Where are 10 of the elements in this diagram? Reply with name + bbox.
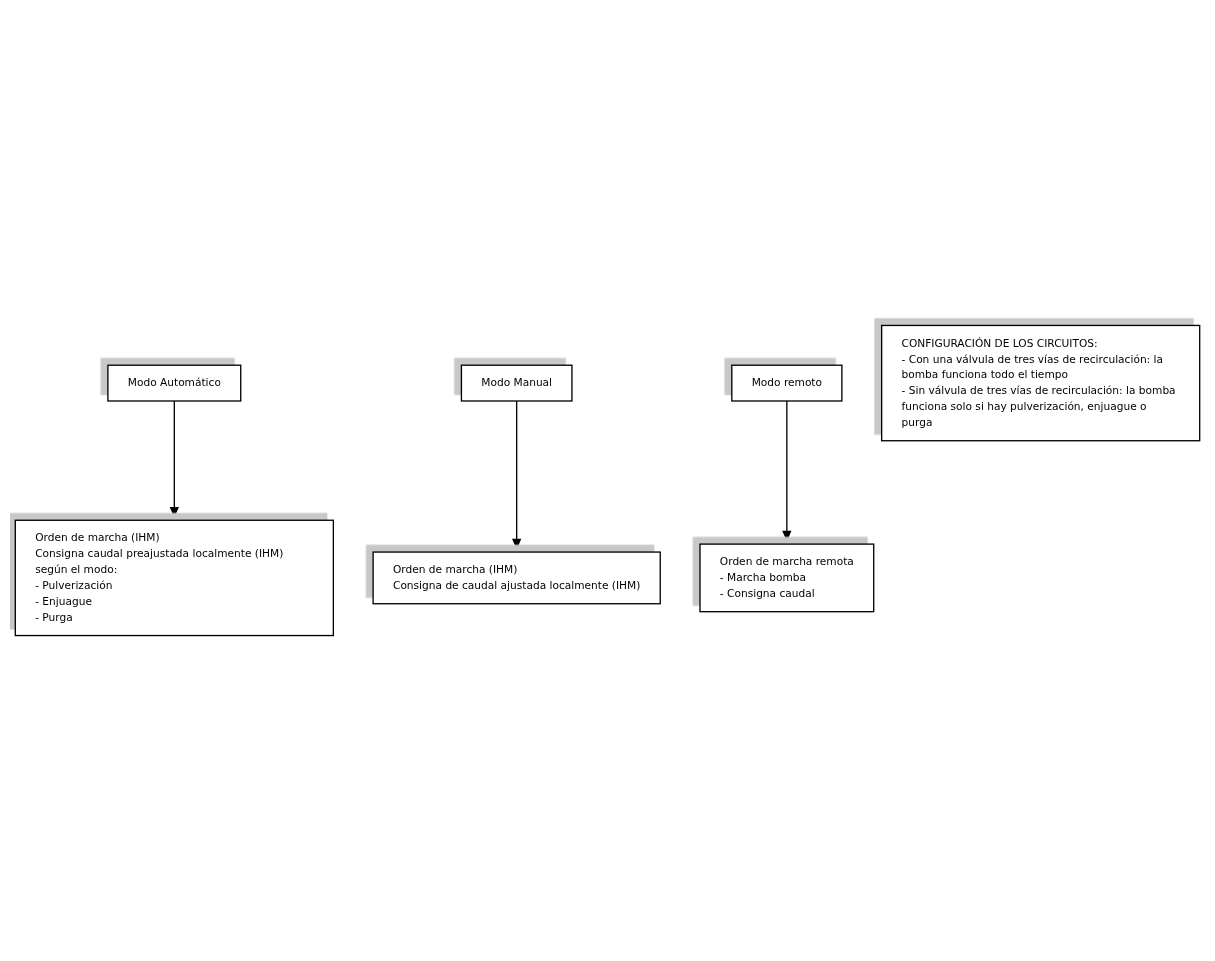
node-box: Orden de marcha remota - Marcha bomba - Consigna caudal (699, 543, 875, 613)
node-box: Modo Automático (107, 364, 242, 402)
node-box: CONFIGURACIÓN DE LOS CIRCUITOS: - Con una válvula de tres vías de recirculación: la bomba funciona todo el tiempo - Sin válvula de tres vías de recirculación: la bomba funciona solo si hay pulverización, enjuague o purga (881, 324, 1201, 442)
node-box: Modo remoto (731, 364, 843, 402)
arrow (169, 400, 179, 519)
node-box: Orden de marcha (IHM) Consigna de caudal ajustada localmente (IHM) (372, 551, 661, 605)
node-box: Orden de marcha (IHM) Consigna caudal preajustada localmente (IHM) según el modo: - Pulverización - Enjuague - Purga (14, 519, 334, 637)
node-box: Modo Manual (460, 364, 573, 402)
arrow (512, 400, 522, 551)
arrow (782, 400, 792, 543)
